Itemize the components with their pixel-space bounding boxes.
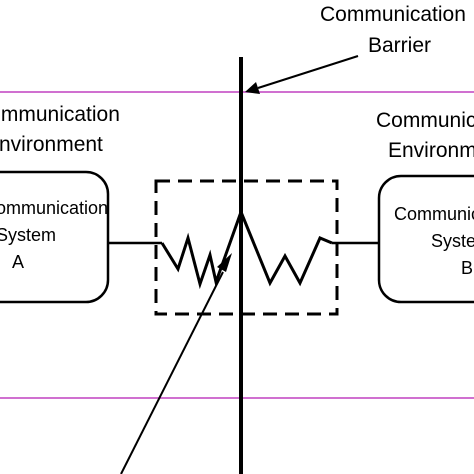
env-right-label-line1: Communication — [376, 109, 474, 132]
barrier-label-line1: Communication — [320, 3, 466, 26]
interface-zigzag — [160, 207, 333, 290]
env-left-label-line1: Communication — [0, 103, 120, 126]
barrier-pointer-arrowhead — [245, 82, 260, 94]
env-right-label-line2: Environment — [388, 139, 474, 162]
system-b-label-line1: Communication — [394, 204, 474, 224]
system-b-box — [377, 174, 474, 304]
barrier-label-line2: Barrier — [368, 34, 431, 57]
system-a-box — [0, 170, 110, 304]
system-b-label-line3: B — [461, 258, 473, 278]
system-a-label-line1: Communication — [0, 198, 108, 218]
barrier-pointer-line — [257, 55, 359, 89]
system-a-label-line2: System — [0, 225, 56, 245]
env-left-label-line2: Environment — [0, 133, 103, 156]
interface-pointer-line — [120, 271, 224, 474]
interface-pointer-arrowhead — [217, 253, 232, 272]
interface-dashed-box — [154, 179, 339, 316]
system-a-label-line3: A — [12, 252, 24, 272]
system-b-label-line2: System — [431, 231, 474, 251]
